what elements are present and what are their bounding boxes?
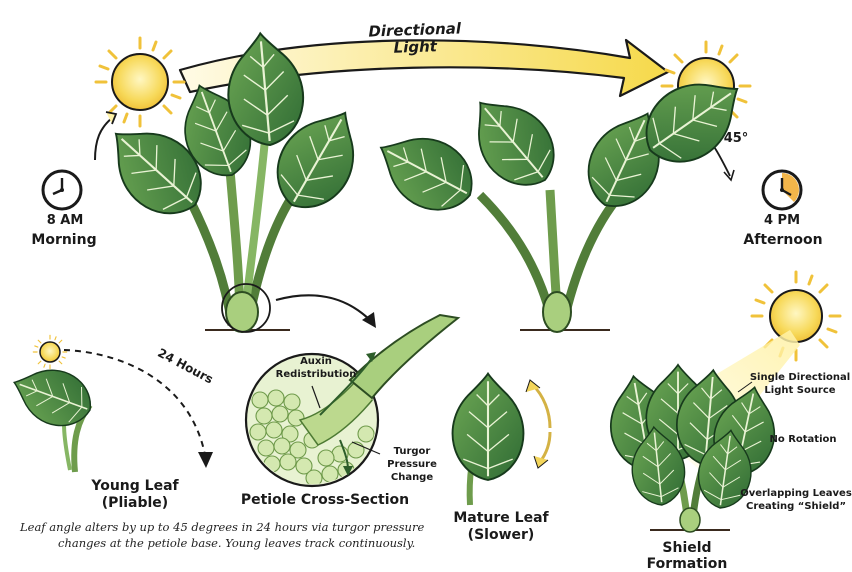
shield-note1-line1: Single Directional — [749, 372, 851, 383]
cross-section-title: Petiole Cross-Section — [240, 492, 410, 508]
auxin-label-line1: Auxin — [300, 356, 332, 367]
angle-label: 45° — [723, 131, 749, 146]
sway-arrows-icon — [525, 379, 552, 469]
young-sun-icon — [32, 334, 68, 370]
caption-line2: changes at the petiole base. Young leave… — [58, 535, 416, 550]
sun-rise-arrow-icon — [94, 117, 113, 161]
turgor-label-line3: Change — [390, 472, 434, 483]
afternoon-plant-illustration — [364, 58, 759, 333]
young-path-arrow-icon — [63, 349, 206, 456]
mature-leaf-illustration — [451, 372, 525, 506]
young-leaf-label-line1: Young Leaf — [91, 478, 179, 494]
mature-leaf-label-line1: Mature Leaf — [453, 510, 549, 526]
morning-sun-icon — [94, 36, 186, 128]
shield-note2: No Rotation — [769, 434, 837, 445]
young-leaf-illustration — [4, 356, 100, 473]
afternoon-time-label: 4 PM — [763, 213, 801, 228]
auxin-label-line2: Redistribution — [275, 369, 357, 380]
note1-leader-line — [737, 381, 753, 393]
shield-formation-title: Shield Formation — [646, 540, 728, 572]
afternoon-label: Afternoon — [743, 232, 823, 248]
caption-line1: Leaf angle alters by up to 45 degrees in… — [20, 520, 425, 534]
morning-clock-icon — [41, 169, 83, 211]
shield-note3-line1: Overlapping Leaves — [740, 488, 852, 499]
afternoon-clock-icon — [761, 169, 803, 211]
turgor-label-line2: Pressure — [387, 459, 437, 470]
mature-leaf-label-line2: (Slower) — [467, 527, 535, 543]
turgor-label-line1: Turgor — [393, 446, 431, 457]
shield-note1-line2: Light Source — [764, 385, 836, 396]
morning-label: Morning — [31, 232, 97, 248]
directional-light-label: Directional Light — [368, 19, 462, 57]
morning-plant-illustration — [91, 29, 377, 333]
shield-plant-illustration — [601, 363, 785, 533]
young-leaf-label-line2: (Pliable) — [101, 495, 169, 511]
petiole-cross-section-illustration — [244, 313, 461, 488]
petiole-highlight-icon — [221, 283, 271, 333]
zoom-arrow-icon — [275, 294, 373, 323]
morning-time-label: 8 AM — [46, 213, 84, 228]
caption-text: Leaf angle alters by up to 45 degrees in… — [20, 520, 450, 551]
shield-note3-line2: Creating “Shield” — [745, 501, 847, 512]
